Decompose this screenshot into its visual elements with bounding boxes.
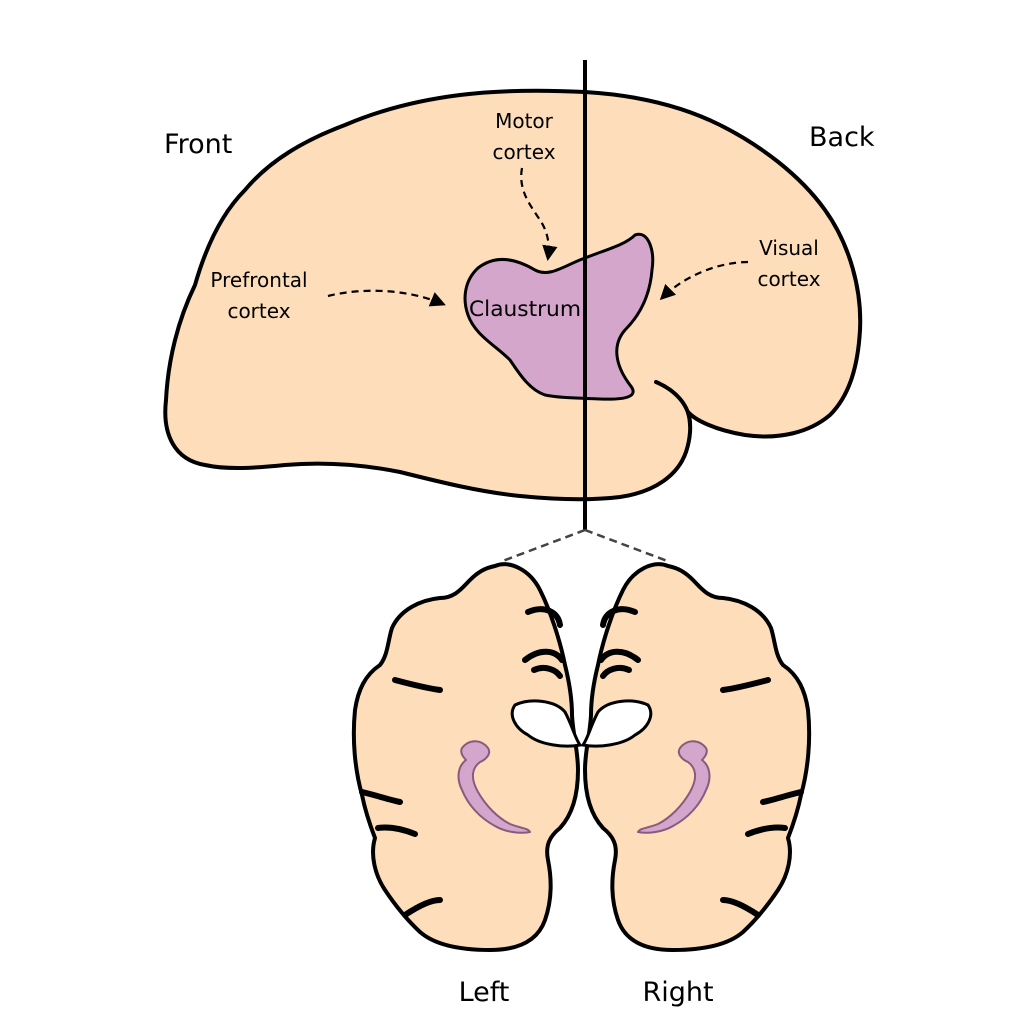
left-label: Left (459, 977, 510, 1008)
left-sulcus-6 (375, 824, 418, 837)
claustrum-region (463, 232, 655, 401)
left-ventricle-notch (510, 699, 583, 748)
right-ventricle-notch (580, 699, 653, 748)
left-sulcus-5 (359, 789, 403, 805)
right-label: Right (642, 977, 713, 1008)
sagittal-brain-view (163, 60, 863, 530)
left-sulcus-4 (392, 677, 443, 693)
left-claustrum-strip (457, 740, 531, 834)
coronal-left-hemisphere (351, 562, 583, 952)
coronal-right-hemisphere (580, 562, 812, 952)
section-connector (499, 528, 671, 564)
visual-cortex-label-line1: Visual (759, 236, 819, 260)
claustrum-label: Claustrum (469, 297, 581, 321)
right-sulcus-3 (600, 664, 632, 679)
right-claustrum-strip (637, 740, 711, 834)
right-sulcus-2 (598, 648, 641, 663)
right-sulcus-7 (720, 897, 761, 918)
right-sulcus-1 (600, 606, 638, 628)
left-sulcus-7 (402, 897, 443, 918)
right-sulcus-4 (720, 677, 771, 693)
right-sulcus-6 (745, 824, 788, 837)
cerebellum-fold (654, 380, 692, 427)
prefrontal-cortex-label-line1: Prefrontal (210, 268, 307, 292)
left-sulcus-2 (522, 648, 565, 663)
visual-cortex-label-line2: cortex (757, 267, 820, 291)
motor-cortex-arrow (520, 167, 558, 262)
right-sulcus-5 (760, 789, 804, 805)
front-label: Front (164, 129, 232, 160)
back-label: Back (809, 122, 875, 153)
motor-cortex-label-line1: Motor (495, 109, 554, 133)
left-sulcus-1 (525, 606, 563, 628)
prefrontal-cortex-label-line2: cortex (227, 299, 290, 323)
left-sulcus-3 (531, 664, 563, 679)
visual-cortex-arrow (659, 260, 749, 301)
motor-cortex-label-line2: cortex (492, 140, 555, 164)
